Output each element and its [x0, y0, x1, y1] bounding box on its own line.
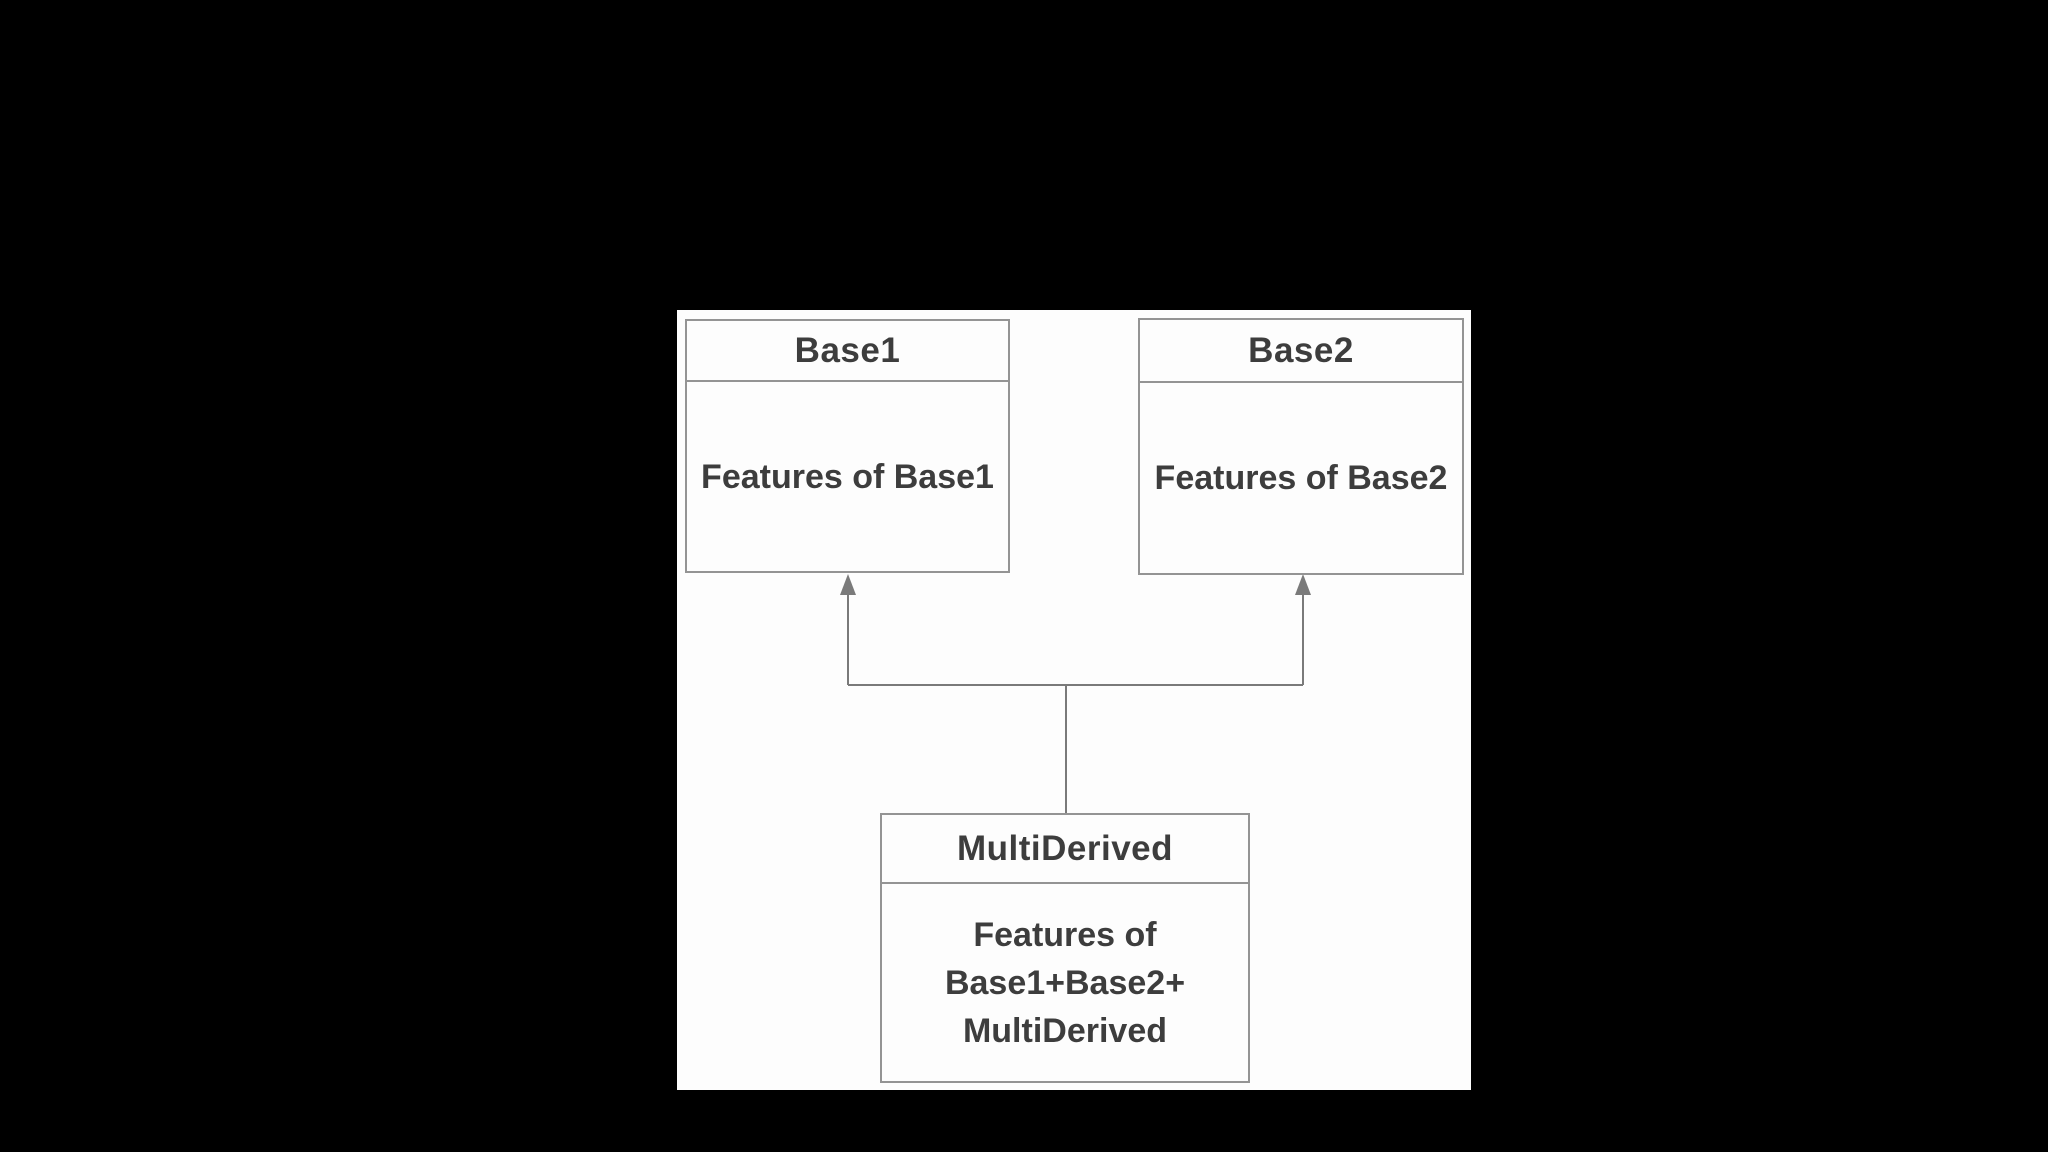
- arrowhead-to-base2-icon: [1295, 574, 1311, 595]
- class-box-base2: Base2 Features of Base2: [1138, 318, 1464, 575]
- class-box-multiderived: MultiDerived Features of Base1+Base2+ Mu…: [880, 813, 1250, 1083]
- class-body-line: MultiDerived: [962, 1011, 1168, 1050]
- class-title-base2: Base2: [1140, 320, 1462, 383]
- class-box-base1: Base1 Features of Base1: [685, 319, 1010, 573]
- class-title-multiderived: MultiDerived: [882, 815, 1248, 884]
- arrowhead-to-base1-icon: [840, 574, 856, 595]
- class-body-multiderived: Features of Base1+Base2+ MultiDerived: [882, 884, 1248, 1081]
- class-body-base2: Features of Base2: [1154, 459, 1448, 497]
- class-body-base1: Features of Base1: [701, 457, 994, 496]
- class-title-base1: Base1: [687, 321, 1008, 382]
- diagram-panel: Base1 Features of Base1 Base2 Features o…: [677, 310, 1471, 1090]
- class-body-line: Base1+Base2+: [944, 963, 1186, 1002]
- class-body-line: Features of: [973, 915, 1157, 954]
